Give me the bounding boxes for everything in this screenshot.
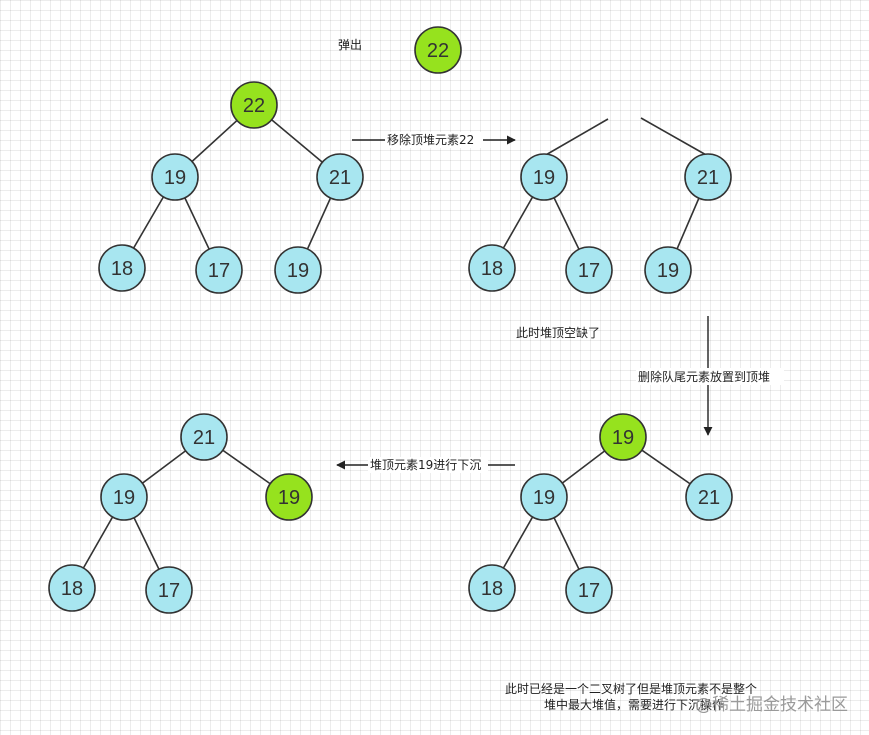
- node-value: 17: [578, 580, 600, 602]
- note-top-empty: 此时堆顶空缺了: [516, 325, 600, 340]
- node-value: 17: [158, 580, 180, 602]
- tree4-left-left-node: 18: [48, 564, 96, 612]
- tree4-left-right-node: 17: [145, 566, 193, 614]
- arrow-sift-down-label: 堆顶元素19进行下沉: [370, 458, 481, 472]
- tree-top-removed: 19 21 18 17 19: [468, 117, 732, 294]
- note-explain-line1: 此时已经是一个二叉树了但是堆顶元素不是整个: [505, 681, 757, 696]
- note-explain-line2: 堆中最大堆值，需要进行下沉操作: [544, 697, 724, 712]
- tree1-right-node: 21: [316, 153, 364, 201]
- node-value: 17: [208, 260, 230, 282]
- tree2-left-right-node: 17: [565, 246, 613, 294]
- tree2-right-left-node: 19: [644, 246, 692, 294]
- node-value: 21: [698, 487, 720, 509]
- tree2-left-node: 19: [520, 153, 568, 201]
- tree2-right-node: 21: [684, 153, 732, 201]
- node-value: 19: [287, 260, 309, 282]
- tree3-right-node: 21: [685, 473, 733, 521]
- tree3-left-node: 19: [520, 473, 568, 521]
- node-value: 21: [697, 167, 719, 189]
- node-value: 19: [612, 427, 634, 449]
- tree-after-sift-down: 21 19 19 18 17: [48, 413, 313, 614]
- tree2-left-left-node: 18: [468, 244, 516, 292]
- tree1-left-node: 19: [151, 153, 199, 201]
- node-value: 21: [193, 427, 215, 449]
- tree3-root-node: 19: [599, 413, 647, 461]
- node-value: 22: [243, 95, 265, 117]
- node-value: 18: [61, 578, 83, 600]
- arrow-remove-top: 移除顶堆元素22: [352, 132, 516, 148]
- watermark: @稀土掘金技术社区: [695, 695, 848, 715]
- node-value: 19: [113, 487, 135, 509]
- tree4-right-node: 19: [265, 473, 313, 521]
- edge: [640, 117, 709, 157]
- tree1-left-right-node: 17: [195, 246, 243, 294]
- arrow-move-tail: 删除队尾元素放置到顶堆: [636, 316, 784, 436]
- tree4-root-node: 21: [180, 413, 228, 461]
- tree1-root-node: 22: [230, 81, 278, 129]
- arrow-remove-top-label: 移除顶堆元素22: [387, 132, 474, 147]
- tree4-left-node: 19: [100, 473, 148, 521]
- tree1-left-left-node: 18: [98, 244, 146, 292]
- node-value: 21: [329, 167, 351, 189]
- node-value: 18: [481, 258, 503, 280]
- node-value: 19: [657, 260, 679, 282]
- arrow-sift-down: 堆顶元素19进行下沉: [336, 457, 515, 473]
- edge: [543, 118, 609, 157]
- pop-label: 弹出: [338, 38, 362, 52]
- tree1-right-left-node: 19: [274, 246, 322, 294]
- tree-tail-on-top: 19 19 21 18 17: [468, 413, 733, 614]
- node-value: 19: [278, 487, 300, 509]
- tree3-left-right-node: 17: [565, 566, 613, 614]
- arrow-move-tail-label: 删除队尾元素放置到顶堆: [638, 369, 770, 384]
- node-value: 19: [533, 487, 555, 509]
- popped-node-value: 22: [427, 40, 449, 62]
- popped-node: 22: [414, 26, 462, 74]
- node-value: 19: [164, 167, 186, 189]
- node-value: 18: [111, 258, 133, 280]
- tree3-left-left-node: 18: [468, 564, 516, 612]
- node-value: 19: [533, 167, 555, 189]
- node-value: 17: [578, 260, 600, 282]
- tree-original: 22 19 21 18 17 19: [98, 81, 364, 294]
- node-value: 18: [481, 578, 503, 600]
